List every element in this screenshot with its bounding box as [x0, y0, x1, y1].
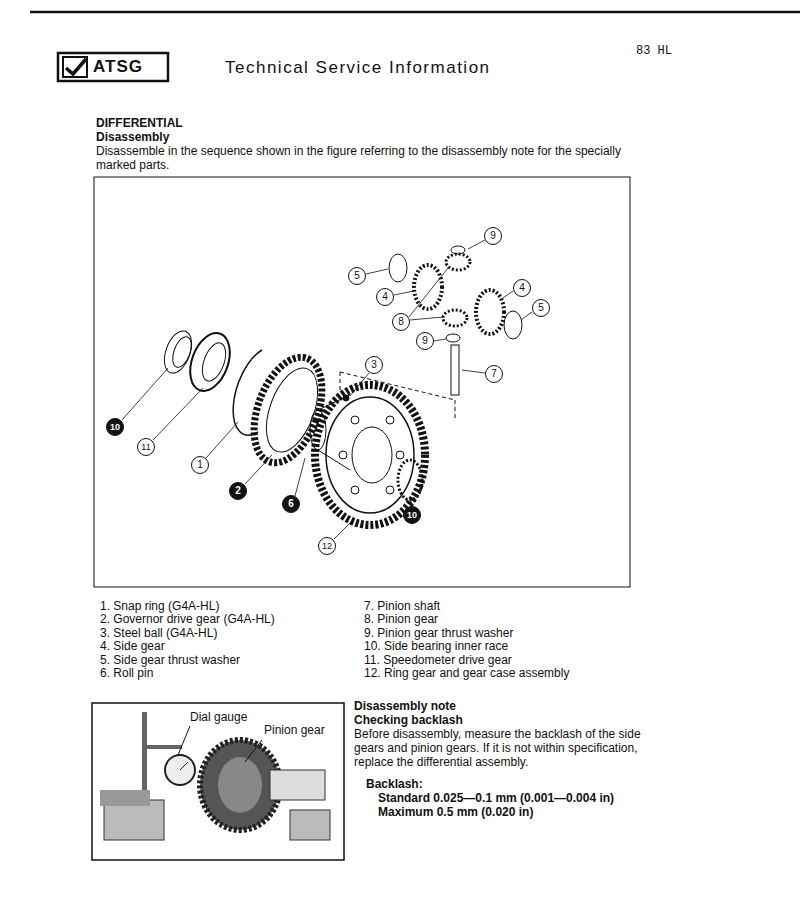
spec-value: Maximum 0.5 mm (0.020 in) [378, 806, 533, 820]
backlash-photo [100, 712, 330, 840]
parts-list-item: 8. Pinion gear [364, 613, 438, 627]
callout-number: 6 [282, 495, 300, 513]
callout-number: 9 [416, 332, 434, 350]
logo-check [66, 59, 86, 74]
callout-number: 7 [485, 365, 503, 383]
parts-list-item: 6. Roll pin [100, 667, 153, 681]
section-heading: DIFFERENTIAL [96, 117, 183, 131]
parts-list-item: 1. Snap ring (G4A-HL) [100, 600, 219, 614]
body-text: Disassemble in the sequence shown in the… [96, 145, 641, 173]
sub-heading: Disassembly [96, 131, 169, 145]
callout-number: 3 [365, 356, 383, 374]
callout-number: 2 [229, 482, 247, 500]
exploded-differential [122, 240, 532, 539]
note-heading: Disassembly note [354, 700, 456, 714]
spec-value: Standard 0.025—0.1 mm (0.001—0.004 in) [378, 792, 614, 806]
parts-list-item: 9. Pinion gear thrust washer [364, 627, 513, 641]
parts-list-item: 10. Side bearing inner race [364, 640, 508, 654]
photo-frame [92, 703, 344, 860]
callout-number: 10 [403, 506, 421, 524]
parts-list-item: 3. Steel ball (G4A-HL) [100, 627, 217, 641]
callout-number: 4 [513, 279, 531, 297]
note-text: Before disassembly, measure the backlash… [354, 728, 644, 769]
callout-number: 10 [106, 418, 124, 436]
page-code: 83 HL [636, 45, 672, 59]
page-title: Technical Service Information [225, 58, 491, 78]
callout-number: 5 [532, 299, 550, 317]
callout-number: 1 [191, 456, 209, 474]
parts-list-item: 2. Governor drive gear (G4A-HL) [100, 613, 275, 627]
callout-number: 12 [318, 537, 336, 555]
callout-number: 9 [484, 227, 502, 245]
parts-list-item: 7. Pinion shaft [364, 600, 440, 614]
parts-list-item: 5. Side gear thrust washer [100, 654, 240, 668]
logo-check-box [63, 57, 87, 77]
parts-list-item: 4. Side gear [100, 640, 165, 654]
callout-number: 11 [137, 438, 155, 456]
spec-heading: Backlash: [366, 778, 423, 792]
callout-number: 5 [348, 267, 366, 285]
figure-frame [94, 177, 630, 587]
top-rule [30, 11, 800, 14]
callout-number: 4 [376, 288, 394, 306]
photo-label: Pinion gear [262, 724, 327, 738]
photo-label: Dial gauge [188, 711, 249, 725]
logo-frame [58, 53, 168, 81]
parts-list-item: 11. Speedometer drive gear [364, 654, 512, 668]
parts-list-item: 12. Ring gear and gear case assembly [364, 667, 569, 681]
callout-number: 8 [392, 313, 410, 331]
logo-text: ATSG [93, 57, 143, 77]
note-heading: Checking backlash [354, 714, 463, 728]
